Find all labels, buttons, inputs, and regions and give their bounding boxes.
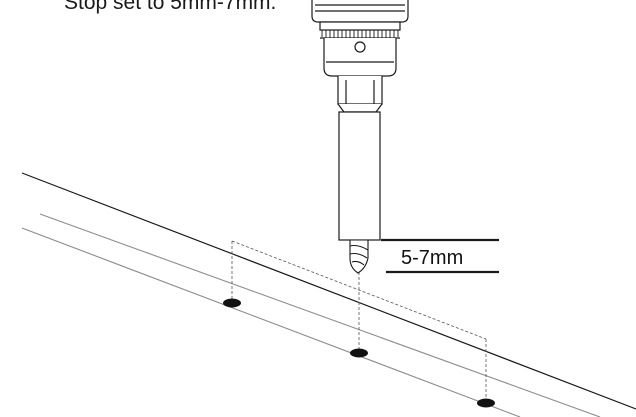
board-bottom-edge [21,227,521,417]
drill-gear-ring [319,21,401,31]
holes [223,298,495,408]
depth-measurement [381,238,499,274]
projection-lines [231,240,487,403]
hole-marker-icon [223,298,241,308]
drill-bit-flute [349,244,369,266]
instruction-caption: Stop set to 5mm-7mm. [64,0,277,14]
drill-icon [311,0,409,241]
drill-collar-taper [337,103,383,113]
drill-collar [337,76,383,105]
board-face-line [39,213,601,417]
drill-gear-teeth [321,30,399,38]
hole-marker-icon [350,348,368,358]
drill-chuck-key-hole [354,41,366,53]
drill-bit-icon [349,239,369,274]
board [21,172,636,417]
drill-bit-sleeve [338,111,381,241]
board-top-edge [21,172,636,410]
hole-marker-icon [477,398,495,408]
depth-label: 5-7mm [401,247,463,269]
